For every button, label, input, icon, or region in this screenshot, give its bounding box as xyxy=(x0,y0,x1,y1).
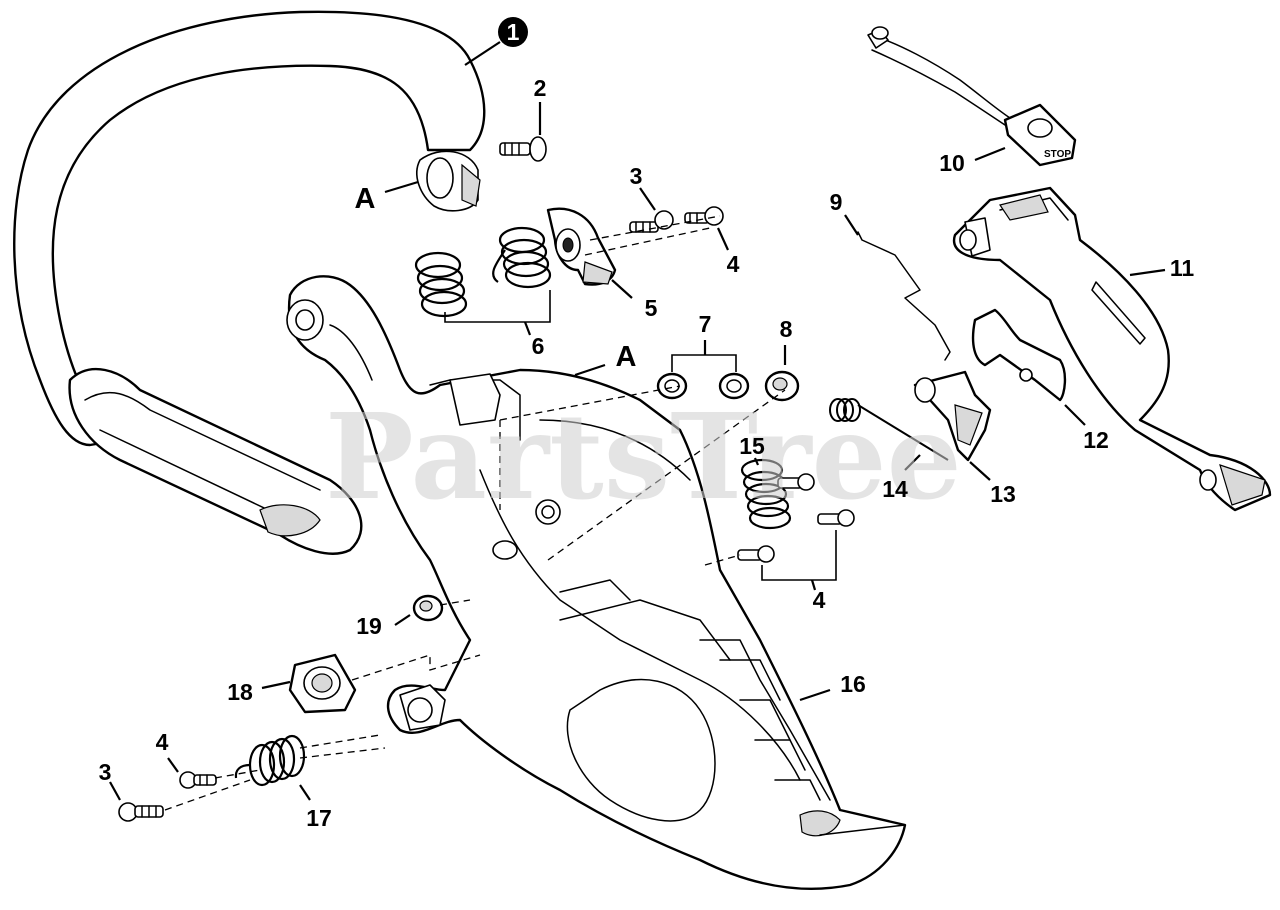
callout-7[interactable]: 7 xyxy=(699,311,712,337)
grommet[interactable] xyxy=(288,653,357,714)
reference-marker-a-right: A xyxy=(616,341,637,373)
throttle-lockout[interactable] xyxy=(971,308,1067,402)
callout-8[interactable]: 8 xyxy=(780,316,793,342)
spring-mid[interactable] xyxy=(740,458,792,530)
bushings[interactable] xyxy=(656,372,750,400)
callout-badge xyxy=(498,17,528,47)
throttle-trigger[interactable] xyxy=(913,370,992,462)
trigger-spring[interactable] xyxy=(829,398,949,461)
callout-17[interactable]: 17 xyxy=(306,805,332,831)
screws-mid[interactable] xyxy=(737,473,855,563)
handle-screw[interactable] xyxy=(499,136,547,162)
assembly-lines xyxy=(164,215,786,811)
callout-15[interactable]: 15 xyxy=(739,433,765,459)
spring-lower[interactable] xyxy=(234,734,306,787)
screw-top[interactable] xyxy=(629,210,674,233)
callout-3-top[interactable]: 3 xyxy=(630,163,643,189)
screw-top-right[interactable] xyxy=(684,206,724,226)
rear-handle-cover[interactable] xyxy=(952,186,1272,512)
bushing-single[interactable] xyxy=(764,370,800,402)
callout-13[interactable]: 13 xyxy=(990,481,1016,507)
callout-12[interactable]: 12 xyxy=(1083,427,1109,453)
callout-3-lower[interactable]: 3 xyxy=(99,759,112,785)
callout-1-label: 1 xyxy=(507,19,520,45)
watermark: PartsTree xyxy=(325,387,962,526)
callout-16[interactable]: 16 xyxy=(840,671,866,697)
damper-bracket[interactable] xyxy=(546,207,617,286)
callout-4-top[interactable]: 4 xyxy=(727,251,740,277)
callout-14[interactable]: 14 xyxy=(882,476,908,502)
callout-4-lower[interactable]: 4 xyxy=(156,729,169,755)
leader-lines xyxy=(109,41,1166,801)
bushing-lower[interactable] xyxy=(412,594,444,622)
stop-label: STOP xyxy=(1044,149,1071,160)
callout-1[interactable]: 1 xyxy=(498,17,528,47)
stop-switch[interactable]: STOP xyxy=(867,26,1077,167)
callout-9[interactable]: 9 xyxy=(830,189,843,215)
front-handle-bar[interactable] xyxy=(13,10,486,555)
callout-11[interactable]: 11 xyxy=(1170,255,1195,281)
callout-6[interactable]: 6 xyxy=(532,333,545,359)
main-housing[interactable] xyxy=(286,275,907,890)
anti-vibration-springs[interactable] xyxy=(414,226,552,318)
callout-4-mid[interactable]: 4 xyxy=(813,587,826,613)
reference-marker-a-left: A xyxy=(355,183,376,215)
callout-5[interactable]: 5 xyxy=(645,295,658,321)
screws-lower[interactable] xyxy=(118,771,217,822)
throttle-rod[interactable] xyxy=(857,231,951,361)
callout-18[interactable]: 18 xyxy=(227,679,253,705)
callout-19[interactable]: 19 xyxy=(356,613,382,639)
callout-10[interactable]: 10 xyxy=(939,150,965,176)
callout-2[interactable]: 2 xyxy=(534,75,547,101)
